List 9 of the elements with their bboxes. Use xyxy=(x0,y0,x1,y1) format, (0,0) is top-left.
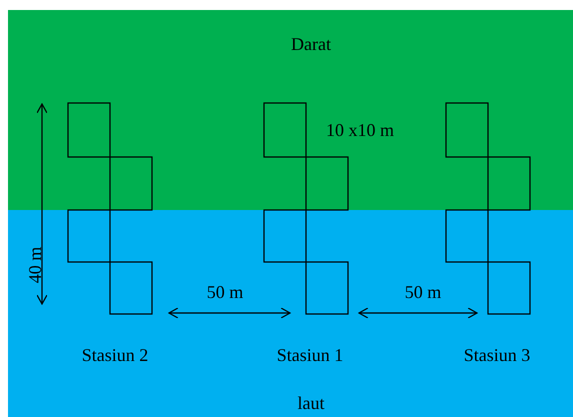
dimension-label: 50 m xyxy=(404,282,442,302)
region-label: Darat xyxy=(291,34,331,54)
station-label: Stasiun 2 xyxy=(82,345,148,365)
area-label: 10 x10 m xyxy=(326,120,394,140)
station-label: Stasiun 3 xyxy=(464,345,530,365)
dimension-label: 50 m xyxy=(206,282,244,302)
region-label: laut xyxy=(298,393,324,413)
station-label: Stasiun 1 xyxy=(276,345,344,365)
dimension-label: 40 m xyxy=(25,246,45,284)
